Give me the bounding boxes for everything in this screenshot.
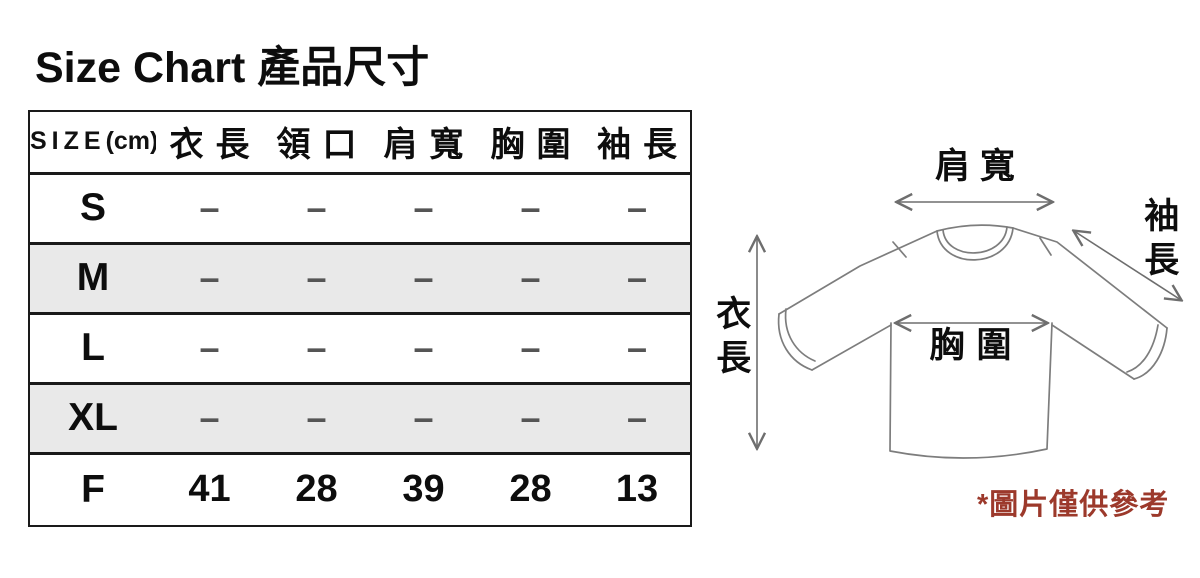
cell-value: – bbox=[306, 187, 327, 228]
table-header-row: SIZE(cm) 衣長 領口 肩寬 胸圍 袖長 bbox=[29, 111, 691, 173]
left-shoulder-seam-tick bbox=[892, 241, 907, 258]
cell-value: – bbox=[199, 187, 220, 228]
garment-length-label: 衣長 bbox=[711, 295, 751, 383]
cell-value: – bbox=[306, 397, 327, 438]
cell-value: 28 bbox=[295, 468, 338, 511]
table-row-s: S – – – – – bbox=[29, 173, 691, 243]
header-col-garment-length: 衣長 bbox=[169, 126, 262, 165]
table-row-f: F 41 28 39 28 13 bbox=[29, 453, 691, 526]
cell-value: 39 bbox=[402, 468, 445, 511]
row-label: XL bbox=[68, 396, 118, 439]
sleeve-length-label: 袖長 bbox=[1139, 197, 1179, 285]
header-col-shoulder: 肩寬 bbox=[383, 126, 476, 165]
cell-value: – bbox=[626, 397, 648, 438]
shoulder-width-label: 肩寬 bbox=[934, 147, 1025, 186]
cell-value: – bbox=[520, 327, 541, 368]
table-row-xl: XL – – – – – bbox=[29, 383, 691, 453]
cell-value: 28 bbox=[509, 468, 552, 511]
header-col-neck: 領口 bbox=[276, 126, 369, 165]
right-shoulder-seam-tick bbox=[1039, 237, 1052, 256]
table-row-m: M – – – – – bbox=[29, 243, 691, 313]
cell-value: 41 bbox=[188, 468, 231, 511]
cell-value: – bbox=[626, 327, 648, 368]
cell-value: – bbox=[306, 327, 327, 368]
cell-value: – bbox=[520, 257, 541, 298]
size-chart-table: SIZE(cm) 衣長 領口 肩寬 胸圍 袖長 S – – – – – M – … bbox=[28, 110, 692, 527]
shirt-measurement-diagram bbox=[700, 100, 1200, 459]
cell-value: – bbox=[413, 327, 434, 368]
row-label: M bbox=[76, 256, 110, 299]
header-size-label: SIZE bbox=[30, 127, 106, 156]
chest-width-label: 胸圍 bbox=[929, 326, 1024, 365]
cell-value: – bbox=[626, 257, 648, 298]
cell-value: – bbox=[413, 397, 434, 438]
cell-value: – bbox=[199, 397, 220, 438]
row-label: S bbox=[79, 186, 106, 229]
cell-value: – bbox=[306, 257, 327, 298]
cell-value: – bbox=[520, 397, 541, 438]
row-label: F bbox=[81, 467, 105, 511]
cell-value: – bbox=[413, 257, 434, 298]
header-col-chest: 胸圍 bbox=[490, 126, 583, 165]
cell-value: – bbox=[199, 327, 220, 368]
reference-only-note: *圖片僅供參考 bbox=[977, 489, 1170, 521]
cell-value: – bbox=[626, 187, 648, 228]
cell-value: 13 bbox=[615, 468, 659, 511]
page-title: Size Chart 產品尺寸 bbox=[35, 44, 430, 92]
cell-value: – bbox=[199, 257, 220, 298]
row-label: L bbox=[81, 326, 105, 369]
header-col-sleeve: 袖長 bbox=[597, 126, 689, 165]
cell-value: – bbox=[520, 187, 541, 228]
table-row-l: L – – – – – bbox=[29, 313, 691, 383]
cell-value: – bbox=[413, 187, 434, 228]
sleeve-length-arrow bbox=[1074, 231, 1181, 300]
header-unit-label: (cm) bbox=[105, 127, 156, 156]
header-size-cell: SIZE(cm) bbox=[29, 111, 156, 173]
